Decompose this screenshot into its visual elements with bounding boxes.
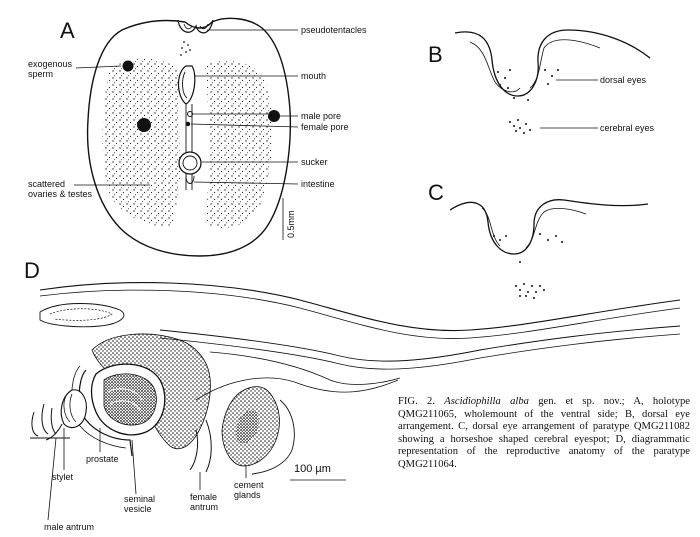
male-pore <box>187 111 193 117</box>
dorsal-eyes-c <box>493 233 563 263</box>
worm-body-outline <box>86 17 292 257</box>
horseshoe-cerebral-eyespot <box>515 283 545 299</box>
label-ovaries-testes: scattered <box>28 179 65 189</box>
panel-a-letter: A <box>60 18 75 43</box>
cerebral-eye-cluster <box>180 41 191 56</box>
dorsal-margin-outline <box>454 29 651 97</box>
caption-lead: FIG. 2. <box>398 396 435 407</box>
panel-d-letter: D <box>24 258 40 283</box>
label-intestine: intestine <box>301 179 335 189</box>
dorsal-gut-fold <box>39 303 125 328</box>
label-female-antrum: female <box>190 492 217 502</box>
label-stylet: stylet <box>52 472 74 482</box>
label-mouth: mouth <box>301 71 326 81</box>
male-pore-blob <box>268 110 280 122</box>
scale-bar-label-d: 100 µm <box>294 463 331 475</box>
label-cement-glands: cement <box>234 480 264 490</box>
stylet <box>45 389 87 441</box>
intestine <box>185 175 195 184</box>
panel-c-letter: C <box>428 180 444 205</box>
label-exogenous-sperm: exogenous <box>28 59 73 69</box>
cerebral-eyes-cluster <box>509 119 531 134</box>
label-sucker: sucker <box>301 157 328 167</box>
mouth <box>177 65 196 105</box>
panel-c: C <box>428 180 649 299</box>
panel-d: D <box>24 258 681 532</box>
female-pore <box>185 121 191 127</box>
exogenous-sperm-blob <box>137 118 151 132</box>
sucker <box>178 151 202 175</box>
label-seminal-vesicle: seminal <box>124 494 155 504</box>
panel-b-letter: B <box>428 42 443 67</box>
caption-body: gen. et sp. nov.; A, holotype QMG211065,… <box>398 396 690 470</box>
label-male-pore: male pore <box>301 111 341 121</box>
dorsal-eyes-cluster <box>497 69 559 101</box>
dorsal-body-wall <box>39 282 681 332</box>
caption-species: Ascidiophilla alba <box>444 396 529 407</box>
dorsal-margin-outline-c <box>449 199 649 255</box>
label-female-antrum-2: antrum <box>190 502 218 512</box>
female-antrum <box>189 419 212 473</box>
label-female-pore: female pore <box>301 122 349 132</box>
scale-bar-label-a: 0.5mm <box>286 210 296 238</box>
label-exogenous-sperm-2: sperm <box>28 69 53 79</box>
label-prostate: prostate <box>86 454 119 464</box>
label-pseudotentacles: pseudotentacles <box>301 25 367 35</box>
panel-a: A <box>28 17 367 257</box>
label-dorsal-eyes: dorsal eyes <box>600 75 647 85</box>
panel-b: B dorsal eyes cerebral eyes <box>428 29 655 134</box>
label-cement-glands-2: glands <box>234 490 261 500</box>
label-ovaries-testes-2: ovaries & testes <box>28 189 93 199</box>
ovaries-testes-field <box>102 58 180 226</box>
exogenous-sperm-blob <box>122 60 134 72</box>
prostate-bulb <box>90 363 166 436</box>
label-seminal-vesicle-2: vesicle <box>124 504 152 514</box>
label-male-antrum: male antrum <box>44 522 94 532</box>
label-cerebral-eyes: cerebral eyes <box>600 123 655 133</box>
figure-caption: FIG. 2. Ascidiophilla alba gen. et sp. n… <box>398 396 690 472</box>
male-antrum-folds <box>31 403 57 437</box>
